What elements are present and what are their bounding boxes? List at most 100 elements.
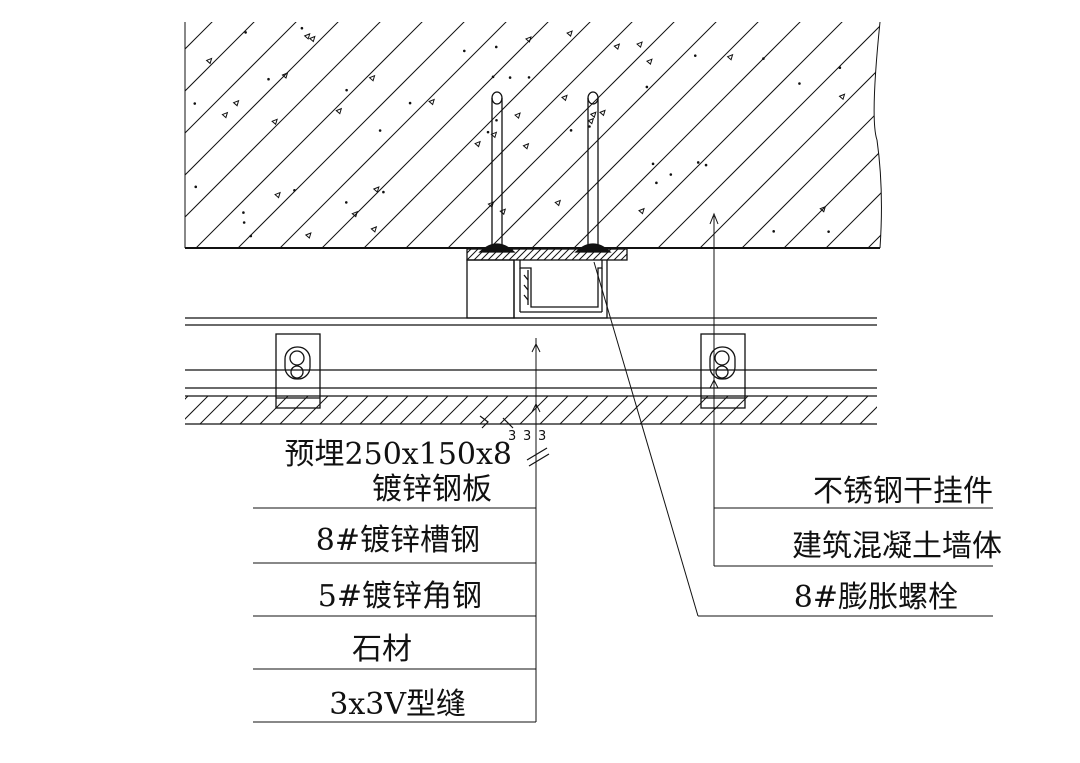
plate-hatch-line <box>543 249 556 260</box>
plate-hatch-line <box>592 249 605 260</box>
aggregate-dot <box>669 173 673 176</box>
stone-hatch-line <box>459 396 489 424</box>
aggregate-dot <box>249 234 253 238</box>
aggregate-triangle <box>645 58 653 66</box>
aggregate-triangle <box>838 93 846 101</box>
aggregate-triangle <box>372 186 380 193</box>
galvanized-channel-steel <box>513 260 608 319</box>
stone-hatch-line <box>880 396 908 424</box>
expansion-bolt-right <box>574 91 612 253</box>
plate-hatch-line <box>522 249 535 260</box>
stone-hatch-line <box>259 396 289 424</box>
stone-hatch-line <box>719 396 749 424</box>
wall-hatch-line <box>855 22 882 248</box>
stone-hatch-line <box>679 396 709 424</box>
aggregate-triangle <box>566 30 573 37</box>
angle-steel-rails <box>185 317 877 389</box>
label-embedded-plate-line1: 预埋250x150x8 <box>285 437 512 472</box>
joint-dim-3: 3 <box>538 429 546 444</box>
aggregate-dot <box>293 188 296 192</box>
aggregate-triangle <box>351 210 359 218</box>
aggregate-triangle <box>514 112 521 119</box>
wall-hatch-line <box>185 22 277 248</box>
wall-hatch-line <box>185 22 235 248</box>
stone-hatch-line <box>859 406 877 424</box>
stone-hatch-line <box>319 396 349 424</box>
plate-hatch-line <box>628 249 639 260</box>
joint-dim-2: 3 <box>523 429 531 444</box>
stone-hatch-line <box>599 396 629 424</box>
label-v-joint: 3x3V型缝 <box>329 687 466 722</box>
aggregate-dot <box>588 125 591 128</box>
plate-hatch-line <box>467 249 479 260</box>
aggregate-dot <box>645 85 649 89</box>
wall-hatch-line <box>267 22 529 248</box>
wall-hatch-line <box>561 22 823 248</box>
label-embedded-plate-line2: 镀锌钢板 <box>372 472 492 507</box>
aggregate-triangle <box>232 99 240 107</box>
stone-hatch-line <box>219 396 249 424</box>
aggregate-triangle <box>726 53 734 61</box>
aggregate-dot <box>378 129 382 132</box>
wall-hatch-line <box>477 22 739 248</box>
plate-hatch-line <box>613 249 626 260</box>
plate-hatch-line <box>515 249 528 260</box>
aggregate-dot <box>242 221 246 224</box>
aggregate-triangle <box>524 36 532 43</box>
wall-hatch-line <box>351 22 613 248</box>
aggregate-dot <box>655 181 658 185</box>
plate-hatch-line <box>635 249 646 260</box>
stone-hatch-line <box>739 396 769 424</box>
aggregate-dot <box>382 190 385 194</box>
aggregate-dot <box>527 76 531 79</box>
aggregate-triangle <box>638 207 645 215</box>
aggregate-triangle <box>271 118 278 126</box>
aggregate-triangle <box>274 191 281 199</box>
stone-hatch-line <box>185 396 209 420</box>
aggregate-triangle <box>487 201 495 208</box>
aggregate-dot <box>495 118 498 122</box>
aggregate-triangle <box>819 205 827 213</box>
stone-hatch-line <box>759 396 789 424</box>
aggregate-triangle <box>522 142 530 150</box>
stone-hatch-line <box>439 396 469 424</box>
aggregate-dot <box>704 163 708 167</box>
aggregate-dot <box>242 211 245 214</box>
plate-hatch-line <box>557 249 570 260</box>
expansion-bolt-left <box>478 91 516 253</box>
aggregate-dot <box>300 26 304 30</box>
aggregate-dot <box>696 161 700 164</box>
wall-hatch-line <box>309 22 571 248</box>
plate-hatch-line <box>473 249 486 260</box>
wall-hatch-line <box>687 22 882 248</box>
aggregate-triangle <box>335 107 343 115</box>
aggregate-triangle <box>474 140 481 148</box>
plate-hatch-line <box>599 249 612 260</box>
plate-hatch-line <box>550 249 563 260</box>
stone-hatch-line <box>539 396 569 424</box>
wall-hatch-line <box>0 0 150 260</box>
v-joint-marks <box>479 415 550 467</box>
stone-hatch-line <box>619 396 649 424</box>
stone-hatch-line <box>419 396 449 424</box>
stainless-hanger-left <box>275 333 321 409</box>
plate-hatch-line <box>564 249 577 260</box>
plate-hatch-line <box>585 249 598 260</box>
wall-hatch-line <box>898 0 1080 260</box>
aggregate-dot <box>463 49 466 53</box>
label-channel-steel: 8#镀锌槽钢 <box>316 523 480 558</box>
aggregate-dot <box>508 76 512 79</box>
wall-hatch-line <box>185 22 445 248</box>
aggregate-triangle <box>636 41 643 48</box>
stone-hatch-line <box>299 396 329 424</box>
aggregate-dot <box>651 162 655 166</box>
leader-lines <box>253 212 993 723</box>
stone-hatch-line <box>799 396 829 424</box>
stone-hatch-line <box>199 396 229 424</box>
aggregate-triangle <box>561 94 568 102</box>
plate-hatch-line <box>606 249 619 260</box>
stone-hatch-line <box>399 396 429 424</box>
plate-hatch-line <box>487 249 500 260</box>
plate-hatch-line <box>494 249 507 260</box>
